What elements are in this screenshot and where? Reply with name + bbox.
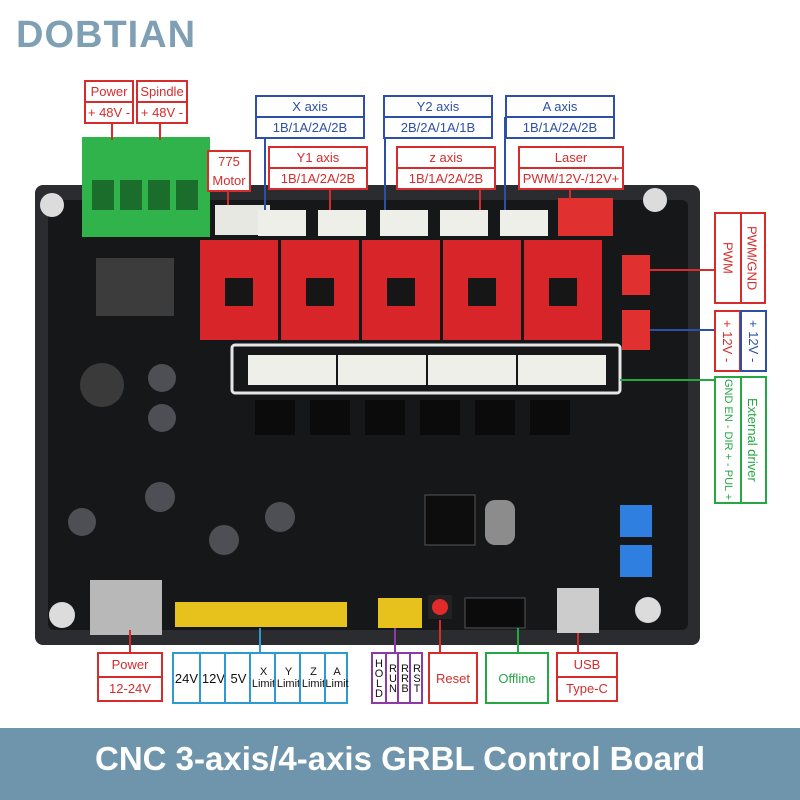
12v-connector	[622, 310, 650, 350]
laser-connector	[558, 198, 613, 236]
label-external-driver: GND EN - DIR + - PUL + External driver	[714, 376, 767, 504]
label-offline: Offline	[485, 652, 549, 704]
standoff-br	[635, 597, 661, 623]
label-reset: Reset	[428, 652, 478, 704]
crystal	[485, 500, 515, 545]
label-power-12-24v: Power 12-24V	[97, 652, 163, 702]
limit-header-pins	[175, 602, 347, 627]
standoff-tl	[40, 193, 64, 217]
dip-switch-2	[620, 545, 652, 577]
usb-port	[557, 588, 599, 633]
label-usb: USB Type-C	[556, 652, 618, 702]
label-x-axis: X axis 1B/1A/2A/2B	[255, 95, 365, 139]
board-illustration	[35, 117, 715, 652]
label-z-axis: z axis 1B/1A/2A/2B	[396, 146, 496, 190]
standoff-bl	[49, 602, 75, 628]
brand-logo: DOBTIAN	[16, 14, 197, 56]
y1-axis-connector	[318, 210, 366, 236]
footer-title: CNC 3-axis/4-axis GRBL Control Board	[94, 740, 706, 777]
label-power-48v: Power + 48V -	[84, 80, 134, 124]
footer-banner	[0, 728, 800, 800]
label-laser: Laser PWM/12V-/12V+	[518, 146, 624, 190]
dip-switch-1	[620, 505, 652, 537]
inductor	[80, 363, 124, 407]
pwm-connector	[622, 255, 650, 295]
label-pwm: PWM PWM/GND	[714, 212, 766, 304]
y2-axis-connector	[380, 210, 428, 236]
label-spindle-48v: Spindle + 48V -	[136, 80, 188, 124]
mcu-chip	[424, 494, 476, 546]
ext-connector-4	[518, 355, 606, 385]
label-775-motor: 775 Motor	[207, 150, 251, 192]
label-control-pins: HOLD RUN RRB RST	[371, 652, 423, 704]
ext-connector-3	[428, 355, 516, 385]
standoff-tr	[643, 188, 667, 212]
ext-connector-2	[338, 355, 426, 385]
z-axis-connector	[440, 210, 488, 236]
x-axis-connector	[258, 210, 306, 236]
label-y2-axis: Y2 axis 2B/2A/1A/1B	[383, 95, 493, 139]
ext-connector-1	[248, 355, 336, 385]
dc-power-jack	[90, 580, 162, 635]
label-12v-b: + 12V -	[740, 310, 767, 372]
a-axis-connector	[500, 210, 548, 236]
voltage-regulator	[96, 258, 174, 316]
control-header-pins	[378, 598, 422, 628]
reset-button-graphic	[432, 599, 448, 615]
label-a-axis: A axis 1B/1A/2A/2B	[505, 95, 615, 139]
offline-header	[464, 597, 526, 629]
label-12v-a: + 12V -	[714, 310, 741, 372]
label-y1-axis: Y1 axis 1B/1A/2A/2B	[268, 146, 368, 190]
